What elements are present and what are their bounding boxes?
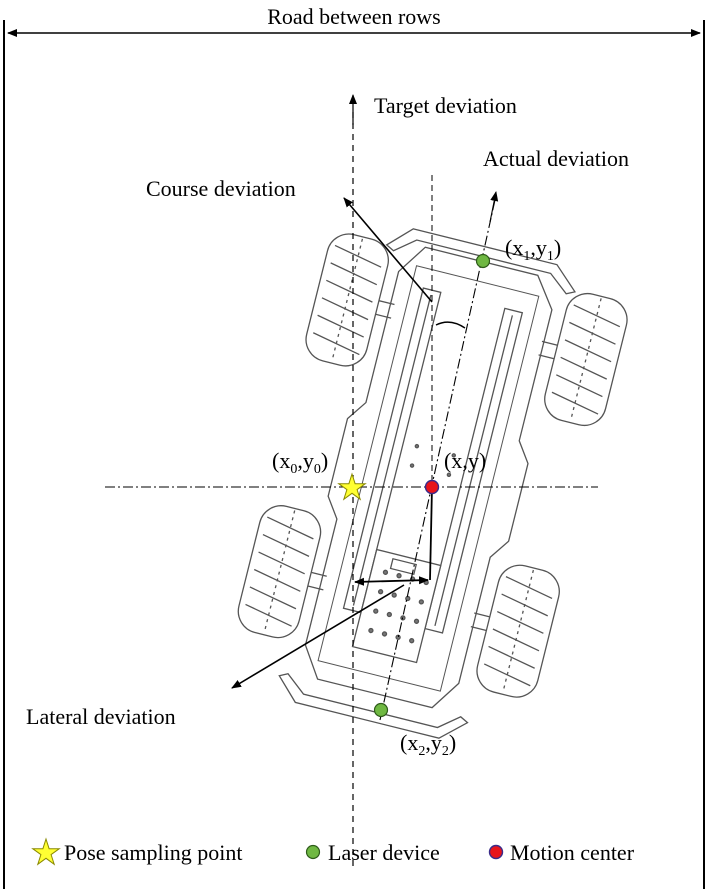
actual-deviation-arrow [489, 191, 499, 223]
course-angle-arc [435, 321, 466, 329]
front-bumper [385, 228, 576, 295]
rear-bumper [278, 673, 469, 739]
front-left-wheel [305, 233, 389, 367]
motion-center-point [424, 479, 440, 495]
lateral-deviation-arrow [231, 584, 405, 689]
legend-motion-center: Motion center [510, 840, 635, 865]
body-outline [304, 246, 553, 709]
course-deviation-label: Course deviation [146, 176, 296, 201]
legend-pose-sampling: Pose sampling point [64, 840, 242, 865]
legend-laser-device: Laser device [328, 840, 440, 865]
star-icon [31, 837, 61, 866]
motion-center-coord: (x,y) [444, 448, 486, 473]
road-label: Road between rows [267, 4, 441, 29]
robot-heading-line [379, 199, 496, 721]
rear-right-wheel [476, 564, 560, 698]
pose-sampling-star [337, 472, 367, 501]
right-rail [424, 307, 524, 634]
front-right-wheel [544, 292, 628, 427]
front-laser-point [475, 253, 491, 269]
rear-laser-coord: (x2,y2) [400, 730, 456, 759]
course-deviation-arrow [343, 197, 433, 303]
rear-left-wheel [237, 505, 322, 639]
red-circle-icon [488, 844, 504, 860]
lateral-offset-arrow [354, 576, 429, 586]
legend: Pose sampling point Laser device Motion … [31, 837, 635, 866]
rear-laser-point [373, 702, 389, 718]
green-circle-icon [305, 844, 321, 860]
target-deviation-label: Target deviation [374, 93, 517, 118]
front-laser-coord: (x1,y1) [505, 235, 561, 264]
lateral-perpendicular [429, 486, 433, 581]
actual-deviation-label: Actual deviation [483, 146, 629, 171]
pose-coord: (x0,y0) [272, 448, 328, 477]
lateral-deviation-label: Lateral deviation [26, 704, 176, 729]
